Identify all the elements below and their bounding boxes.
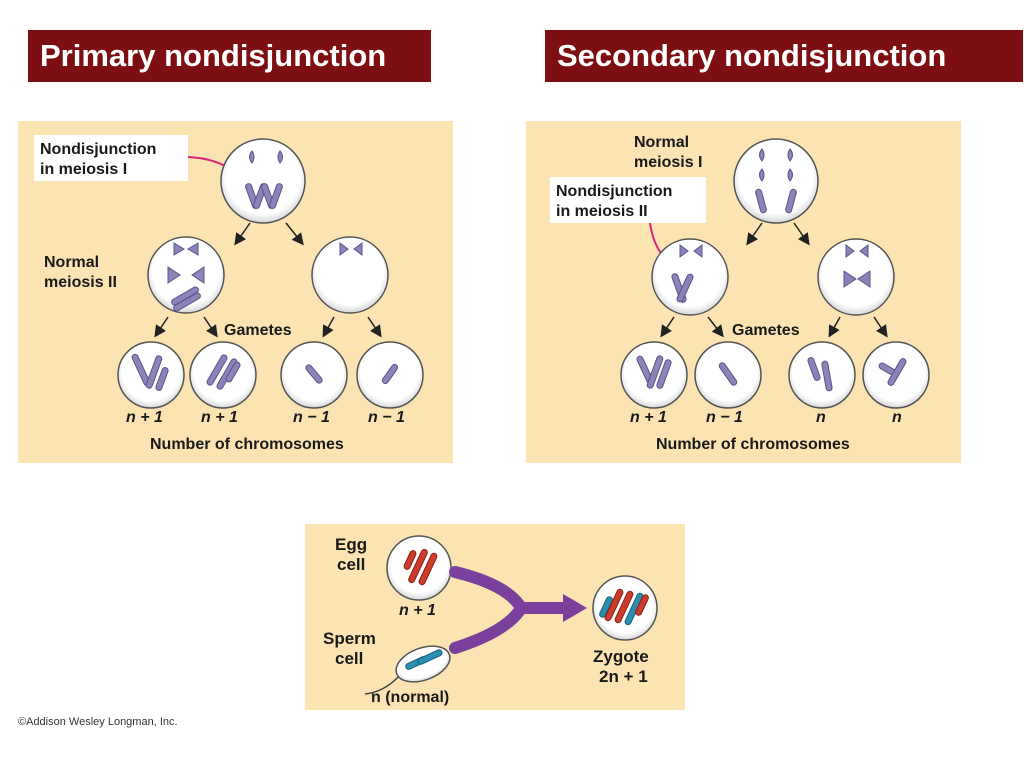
- primary-nondisjunction-title: Primary nondisjunction: [28, 30, 431, 82]
- parent-cell: [733, 138, 819, 224]
- egg-label-line-2: cell: [337, 555, 365, 574]
- meiosis-ii-cell-right: [817, 238, 895, 316]
- gamete-4: [862, 341, 930, 409]
- meiosis-ii-cell-left: [147, 236, 225, 314]
- normal-meiosis-ii-line-1: Normal: [44, 254, 99, 271]
- fertilization-arrow: [449, 566, 587, 654]
- chromosome-count-caption: Number of chromosomes: [656, 436, 850, 453]
- gamete-2: [189, 341, 257, 409]
- zygote-label: Zygote: [593, 647, 649, 666]
- count-gamete-3: n: [816, 409, 826, 426]
- count-gamete-2: n − 1: [706, 409, 743, 426]
- secondary-nondisjunction-diagram: Normal meiosis I Nondisjunction in meios…: [526, 121, 961, 463]
- gamete-3: [280, 341, 348, 409]
- callout-line-2: in meiosis II: [556, 203, 648, 220]
- egg-count: n + 1: [399, 602, 436, 619]
- gamete-3: [788, 341, 856, 409]
- normal-meiosis-i-line-2: meiosis I: [634, 154, 702, 171]
- sperm-label-line-2: cell: [335, 649, 363, 668]
- callout-box: Nondisjunction in meiosis II: [550, 177, 706, 223]
- callout-line-1: Nondisjunction: [556, 183, 672, 200]
- normal-meiosis-i-line-1: Normal: [634, 134, 689, 151]
- meiosis-ii-cell-left: [651, 238, 729, 316]
- fertilization-diagram: Egg cell n + 1 Sperm cell n (normal): [305, 524, 685, 710]
- normal-meiosis-ii-line-2: meiosis II: [44, 274, 117, 291]
- meiosis-ii-cell-right: [311, 236, 389, 314]
- chromosome-count-caption: Number of chromosomes: [150, 436, 344, 453]
- callout-line-1: Nondisjunction: [40, 141, 156, 158]
- count-gamete-1: n + 1: [126, 409, 163, 426]
- egg-label-line-1: Egg: [335, 535, 367, 554]
- gametes-label: Gametes: [224, 322, 292, 339]
- secondary-nondisjunction-title: Secondary nondisjunction: [545, 30, 1023, 82]
- egg-cell: [386, 535, 452, 601]
- count-gamete-4: n: [892, 409, 902, 426]
- callout-line-2: in meiosis I: [40, 161, 127, 178]
- gamete-2: [694, 341, 762, 409]
- count-gamete-3: n − 1: [293, 409, 330, 426]
- count-gamete-2: n + 1: [201, 409, 238, 426]
- gamete-4: [356, 341, 424, 409]
- sperm-count: n (normal): [371, 689, 449, 706]
- gamete-1: [620, 341, 688, 409]
- zygote: [592, 575, 658, 641]
- gametes-label: Gametes: [732, 322, 800, 339]
- callout-box: Nondisjunction in meiosis I: [34, 135, 188, 181]
- count-gamete-1: n + 1: [630, 409, 667, 426]
- parent-cell: [220, 138, 306, 224]
- sperm-label-line-1: Sperm: [323, 629, 376, 648]
- primary-nondisjunction-diagram: Nondisjunction in meiosis I Normal meios…: [18, 121, 453, 463]
- count-gamete-4: n − 1: [368, 409, 405, 426]
- copyright-credit: ©Addison Wesley Longman, Inc.: [18, 716, 178, 728]
- gamete-1: [117, 341, 185, 409]
- zygote-count: 2n + 1: [599, 667, 648, 686]
- sperm-cell: [364, 645, 451, 695]
